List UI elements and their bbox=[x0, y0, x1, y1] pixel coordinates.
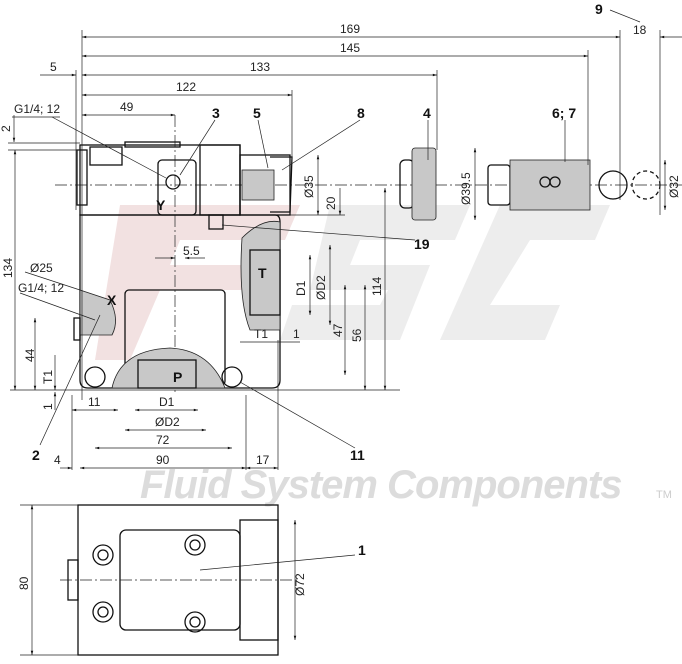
dim-1-right: 1 bbox=[293, 327, 300, 341]
dim-5: 5 bbox=[50, 60, 57, 74]
dim-25-dia: Ø25 bbox=[30, 261, 53, 275]
callout-6-7: 6; 7 bbox=[552, 105, 576, 121]
port-y: Y bbox=[156, 197, 166, 213]
dim-d1-t: D1 bbox=[294, 280, 308, 296]
callout-1: 1 bbox=[358, 542, 366, 558]
dim-39-5-dia: Ø39.5 bbox=[459, 172, 473, 205]
dim-4: 4 bbox=[54, 453, 61, 467]
dim-5-5: 5.5 bbox=[183, 244, 200, 258]
callout-labels: 3 5 8 4 6; 7 9 19 11 2 1 bbox=[32, 1, 603, 558]
dim-1-left: 1 bbox=[41, 403, 55, 410]
dim-47: 47 bbox=[331, 323, 345, 337]
dim-90: 90 bbox=[156, 453, 170, 467]
dim-44: 44 bbox=[23, 348, 37, 362]
dim-t1-p: T1 bbox=[41, 370, 55, 384]
dim-20: 20 bbox=[324, 196, 338, 210]
dim-35-dia: Ø35 bbox=[302, 175, 316, 198]
dim-80: 80 bbox=[17, 576, 31, 590]
fsc-logo-f bbox=[95, 205, 300, 360]
callout-2: 2 bbox=[32, 447, 40, 463]
dim-32-dia: Ø32 bbox=[667, 175, 681, 198]
dim-49: 49 bbox=[120, 100, 134, 114]
dim-17: 17 bbox=[256, 453, 270, 467]
dim-d1-p: D1 bbox=[159, 395, 175, 409]
callout-3: 3 bbox=[212, 105, 220, 121]
dim-134: 134 bbox=[1, 258, 15, 278]
dim-18: 18 bbox=[633, 23, 647, 37]
dim-72: 72 bbox=[156, 433, 170, 447]
dim-169: 169 bbox=[340, 22, 360, 36]
watermark: Fluid System Components TM bbox=[95, 205, 672, 507]
fsc-logo-c bbox=[440, 205, 610, 340]
dim-d2-p: ØD2 bbox=[155, 415, 180, 429]
valve-side-view bbox=[55, 115, 682, 395]
fsc-logo-s bbox=[280, 205, 470, 340]
thread-top: G1/4; 12 bbox=[14, 102, 60, 116]
watermark-text: Fluid System Components bbox=[140, 463, 622, 507]
dimension-labels: 169 18 145 133 5 122 49 G1/4; 12 2 134 Ø… bbox=[0, 22, 681, 596]
callout-8: 8 bbox=[357, 105, 365, 121]
callout-4: 4 bbox=[423, 105, 431, 121]
dim-133: 133 bbox=[250, 60, 270, 74]
dim-56: 56 bbox=[350, 328, 364, 342]
callout-11: 11 bbox=[350, 447, 365, 463]
dim-d2-t: ØD2 bbox=[314, 275, 328, 300]
thread-x: G1/4; 12 bbox=[18, 281, 64, 295]
dim-122: 122 bbox=[176, 80, 196, 94]
dim-2: 2 bbox=[0, 125, 13, 132]
dim-11: 11 bbox=[88, 395, 101, 409]
dimension-lines bbox=[8, 30, 682, 470]
valve-bottom-view bbox=[20, 504, 300, 656]
dim-145: 145 bbox=[340, 41, 360, 55]
dim-114: 114 bbox=[370, 277, 384, 296]
dim-72-dia: Ø72 bbox=[293, 573, 307, 596]
port-p: P bbox=[173, 369, 182, 385]
port-t: T bbox=[258, 265, 267, 281]
callout-19: 19 bbox=[414, 236, 430, 252]
watermark-tm: TM bbox=[656, 489, 672, 501]
port-x: X bbox=[107, 292, 117, 308]
callout-5: 5 bbox=[253, 105, 261, 121]
callout-9: 9 bbox=[595, 1, 603, 17]
dim-t1-t: T1 bbox=[254, 327, 268, 341]
